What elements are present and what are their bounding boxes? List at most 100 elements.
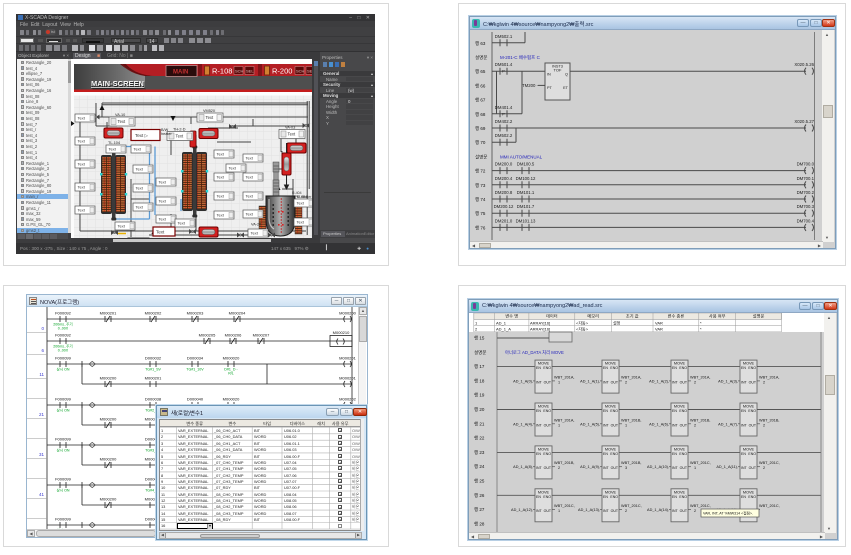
svg-text:OUT: OUT (611, 466, 619, 470)
svg-text:AD_1_A(8),: AD_1_A(8), (513, 465, 533, 469)
svg-text:AD_1_A(4),: AD_1_A(4), (513, 422, 533, 426)
svg-text:설명문: 설명문 (475, 153, 487, 159)
svg-text:ENO: ENO (679, 409, 687, 413)
svg-text:행 18: 행 18 (474, 377, 485, 383)
svg-text:F000099: F000099 (55, 477, 72, 482)
svg-text:PT: PT (547, 86, 553, 90)
svg-text:WBT_201C,: WBT_201C, (759, 461, 780, 465)
svg-text:WBT_201A,: WBT_201A, (621, 375, 641, 379)
svg-text:DM100.5: DM100.5 (517, 162, 535, 167)
svg-text:M000202: M000202 (339, 397, 356, 402)
svg-text:MOVE: MOVE (674, 362, 686, 366)
svg-text:WBT_201A,: WBT_201A, (759, 375, 779, 379)
svg-text:OUT: OUT (749, 466, 757, 470)
svg-text:VAR, INT, AT %MW314 <접점>.: VAR, INT, AT %MW314 <접점>. (703, 511, 753, 516)
svg-text:ENO: ENO (610, 409, 618, 413)
svg-text:행 63: 행 63 (475, 40, 486, 46)
svg-text:MOVE: MOVE (538, 447, 550, 451)
svg-text:X020.5.26: X020.5.26 (794, 62, 814, 67)
svg-text:ENO: ENO (543, 409, 551, 413)
svg-text:2: 2 (625, 509, 627, 513)
svg-text:MOVE: MOVE (605, 362, 617, 366)
svg-text:행 25: 행 25 (474, 478, 485, 484)
svg-text:OUT: OUT (544, 380, 552, 384)
svg-text:M000204: M000204 (145, 497, 162, 502)
svg-text:ENO: ENO (748, 366, 756, 370)
svg-text:0: 0 (41, 326, 44, 331)
svg-text:0..00X: 0..00X (58, 349, 69, 353)
svg-text:M-201-C 배수펌프 C: M-201-C 배수펌프 C (500, 54, 541, 61)
svg-text:M000201: M000201 (339, 376, 356, 381)
svg-text:M000020: M000020 (223, 397, 240, 402)
svg-text:31: 31 (39, 452, 45, 457)
svg-text:EN: EN (741, 452, 746, 456)
svg-text:행 28: 행 28 (474, 520, 485, 526)
svg-text:ENO: ENO (748, 452, 756, 456)
svg-text:ARRAY[16]: ARRAY[16] (530, 320, 550, 325)
svg-text:B/W: B/W (161, 128, 169, 132)
svg-text:사용 여부: 사용 여부 (709, 313, 726, 320)
svg-text:행 27: 행 27 (474, 506, 485, 512)
svg-text:M000202: M000202 (145, 311, 162, 316)
svg-text:ENO: ENO (748, 409, 756, 413)
svg-text:AD_1_A(13),: AD_1_A(13), (578, 508, 600, 512)
svg-text:INT: INT (536, 466, 543, 470)
svg-text:행 70: 행 70 (475, 139, 486, 145)
svg-text:1: 1 (475, 320, 478, 325)
svg-text:INT: INT (672, 423, 679, 427)
svg-text:ET: ET (563, 86, 569, 90)
svg-text:*: * (700, 320, 702, 325)
svg-text:행 22: 행 22 (474, 435, 485, 441)
svg-text:EN: EN (603, 495, 608, 499)
svg-text:행 75: 행 75 (475, 210, 486, 216)
svg-text:6: 6 (41, 348, 44, 353)
svg-text:1: 1 (558, 380, 560, 384)
svg-text:메모리: 메모리 (587, 313, 599, 320)
svg-text:1: 1 (625, 423, 627, 427)
svg-text:OUT: OUT (544, 466, 552, 470)
svg-text:D#1_D -: D#1_D - (224, 368, 238, 372)
svg-text:ENO: ENO (610, 452, 618, 456)
svg-text:ENO: ENO (679, 452, 687, 456)
svg-text:EN: EN (536, 366, 541, 370)
svg-text:INT: INT (536, 423, 543, 427)
svg-text:F000099: F000099 (55, 437, 72, 442)
svg-text:P: P (502, 69, 505, 74)
svg-text:SEL: SEL (307, 68, 312, 73)
svg-text:SEL: SEL (246, 68, 254, 73)
svg-text:ENO: ENO (610, 366, 618, 370)
svg-text:TOF: TOF (554, 68, 562, 73)
svg-text:41: 41 (39, 492, 45, 497)
svg-text:INT: INT (536, 509, 543, 513)
svg-text:R-200: R-200 (272, 67, 292, 76)
svg-text:WBT_201A,: WBT_201A, (554, 375, 574, 379)
svg-text:WBT_201B,: WBT_201B, (759, 418, 779, 422)
svg-text:11: 11 (39, 372, 44, 377)
svg-text:MOVE: MOVE (538, 362, 550, 366)
svg-text:DM700.3: DM700.3 (797, 204, 815, 209)
svg-text:M000203: M000203 (187, 311, 204, 316)
svg-text:M000201: M000201 (339, 356, 356, 361)
svg-text:상시 ON: 상시 ON (56, 488, 69, 493)
svg-text:행 68: 행 68 (475, 111, 486, 117)
svg-text:M000201: M000201 (100, 311, 117, 316)
svg-text:0..00X: 0..00X (58, 327, 69, 331)
svg-text:DM101.7: DM101.7 (517, 204, 535, 209)
svg-text:DM502.2: DM502.2 (495, 133, 513, 138)
svg-text:MAIN-SCREEN: MAIN-SCREEN (91, 79, 144, 88)
svg-text:DM201.0: DM201.0 (495, 218, 513, 223)
svg-text:D000040: D000040 (187, 397, 204, 402)
svg-text:DM101.1: DM101.1 (517, 190, 535, 195)
svg-text:DM700.0: DM700.0 (797, 162, 815, 167)
svg-text:VA-10: VA-10 (115, 113, 125, 117)
svg-text:ENO: ENO (679, 495, 687, 499)
svg-text:MOVE: MOVE (538, 490, 550, 494)
svg-text:WBT_201C,: WBT_201C, (621, 504, 642, 508)
svg-text:TH-2-D: TH-2-D (173, 128, 186, 132)
svg-text:EN: EN (672, 366, 677, 370)
svg-text:행 66: 행 66 (475, 82, 486, 88)
svg-text:MOVE: MOVE (605, 405, 617, 409)
svg-text:EN: EN (741, 366, 746, 370)
svg-text:DM502.1: DM502.1 (495, 34, 513, 39)
svg-text:WBT_201B,: WBT_201B, (554, 461, 574, 465)
